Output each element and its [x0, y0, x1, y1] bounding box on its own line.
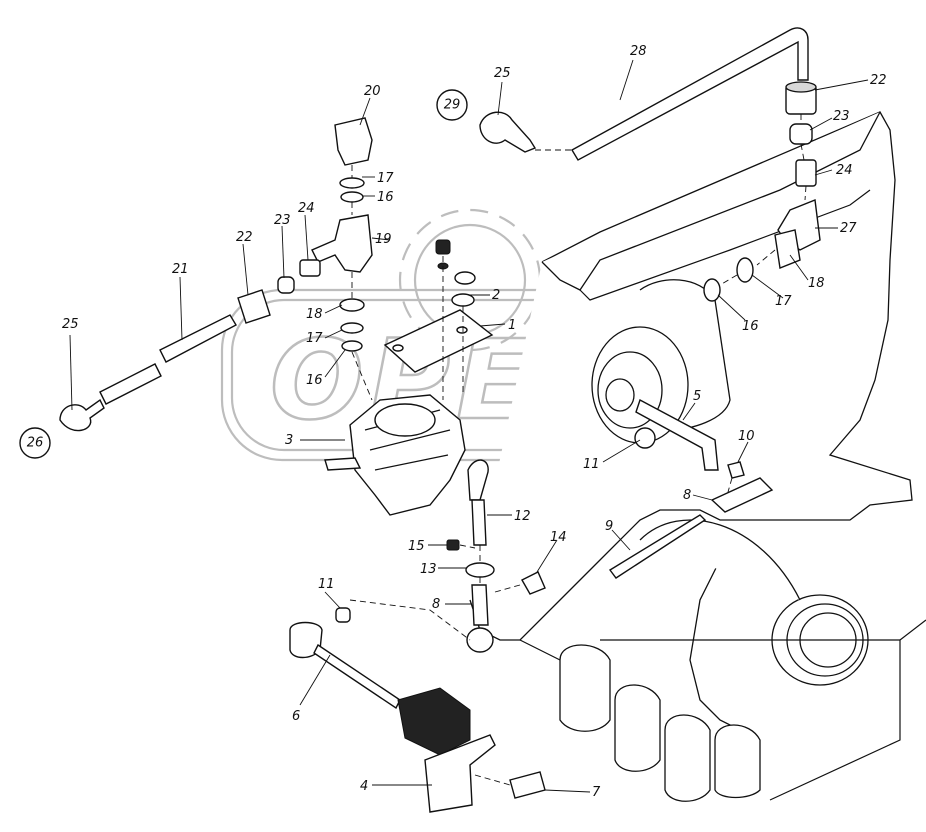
callout-labels: 28 25 29 22 23 24 27 18 17 16 20 17 16 1… [19, 44, 887, 800]
fitting-24-top [795, 159, 817, 187]
callout-13: 13 [420, 562, 437, 577]
nut-10 [727, 461, 745, 479]
callout-21: 21 [172, 262, 189, 277]
callout-2: 2 [492, 288, 500, 303]
leader-lines [69, 59, 869, 793]
bracket-5 [635, 398, 719, 471]
callout-18-top: 18 [808, 276, 825, 291]
ring-16-top [703, 278, 721, 302]
callout-16-low: 16 [306, 373, 323, 388]
tee-19 [311, 214, 373, 273]
bolt-14 [521, 571, 546, 595]
nut-15 [446, 539, 460, 551]
lower-mount-assembly [289, 621, 546, 813]
rod-6 [313, 643, 401, 710]
nut-11-low [335, 607, 351, 623]
callout-8-right: 8 [683, 488, 691, 503]
callout-16-mid: 16 [377, 190, 394, 205]
callout-15: 15 [408, 539, 425, 554]
washer-18-mid [339, 298, 365, 312]
fitting-20 [334, 117, 373, 166]
pipe-28 [571, 27, 809, 161]
callout-17-mid: 17 [377, 171, 394, 186]
callout-25-left: 25 [62, 317, 79, 332]
callout-22-top: 22 [870, 73, 887, 88]
sleeve-23-top [789, 123, 813, 145]
coupling-18-top [774, 229, 801, 269]
banjo-25-top [479, 111, 537, 153]
washer-2 [451, 293, 475, 307]
callout-16-top: 16 [742, 319, 759, 334]
callout-29: 29 [444, 98, 461, 113]
callout-3: 3 [285, 433, 293, 448]
rubber-mount [397, 687, 471, 756]
nut-22-left [237, 289, 271, 324]
callout-11-mid: 11 [583, 457, 600, 472]
callout-27: 27 [840, 221, 857, 236]
upper-pipe-assembly [479, 27, 821, 302]
sleeve-23-left [277, 276, 295, 294]
callout-26: 26 [27, 436, 44, 451]
washer-17-low [340, 322, 364, 334]
nut-11-mid [634, 427, 656, 449]
nut-top-small [435, 239, 451, 255]
banjo-8-low [466, 627, 494, 653]
callout-8-low: 8 [432, 597, 440, 612]
washer-17-mid [339, 177, 365, 189]
engine-block [469, 111, 926, 802]
fitting-24-left [299, 259, 321, 277]
ring-16-mid [340, 191, 364, 203]
fitting-8-right [710, 477, 774, 513]
hose-12 [471, 499, 487, 546]
callout-26-circle [19, 427, 51, 459]
fitting-12-top [467, 459, 489, 501]
callout-6: 6 [292, 709, 300, 724]
rod-9 [608, 514, 707, 579]
clamp-13 [465, 562, 495, 578]
callout-9: 9 [605, 519, 613, 534]
nut-2-top [454, 271, 476, 285]
callout-10: 10 [738, 429, 755, 444]
callout-17-top: 17 [775, 294, 792, 309]
pipe-21-a [159, 314, 237, 363]
callout-23-top: 23 [833, 109, 850, 124]
callout-12: 12 [514, 509, 531, 524]
banjo-25-left [59, 398, 105, 432]
callout-17-low: 17 [306, 331, 323, 346]
valve-stub [324, 457, 362, 471]
callout-18-mid: 18 [306, 307, 323, 322]
ring-16-low [341, 340, 363, 352]
bolt-7 [509, 771, 546, 799]
callout-24-top: 24 [836, 163, 853, 178]
hose-8-low [471, 584, 489, 626]
callout-7: 7 [592, 785, 601, 800]
washer-17-top [736, 257, 754, 283]
callout-1: 1 [508, 318, 516, 333]
callout-19: 19 [375, 232, 392, 247]
bracket-4 [424, 734, 496, 813]
callout-28: 28 [630, 44, 647, 59]
callout-29-circle [436, 89, 468, 121]
callout-14: 14 [550, 530, 567, 545]
callout-11-low: 11 [318, 577, 335, 592]
callout-22-left: 22 [236, 230, 253, 245]
callout-23-left: 23 [274, 213, 291, 228]
callout-24-left: 24 [298, 201, 315, 216]
callout-5: 5 [693, 389, 701, 404]
callout-25-top: 25 [494, 66, 511, 81]
callout-4: 4 [360, 779, 368, 794]
pipe-21-b [99, 363, 162, 405]
left-pipe-assembly [59, 117, 373, 432]
plate-1 [383, 309, 494, 373]
right-bracket-assembly [608, 398, 774, 579]
callout-20: 20 [364, 84, 381, 99]
middle-hose-assembly [335, 427, 656, 653]
valve-assembly [324, 239, 494, 516]
